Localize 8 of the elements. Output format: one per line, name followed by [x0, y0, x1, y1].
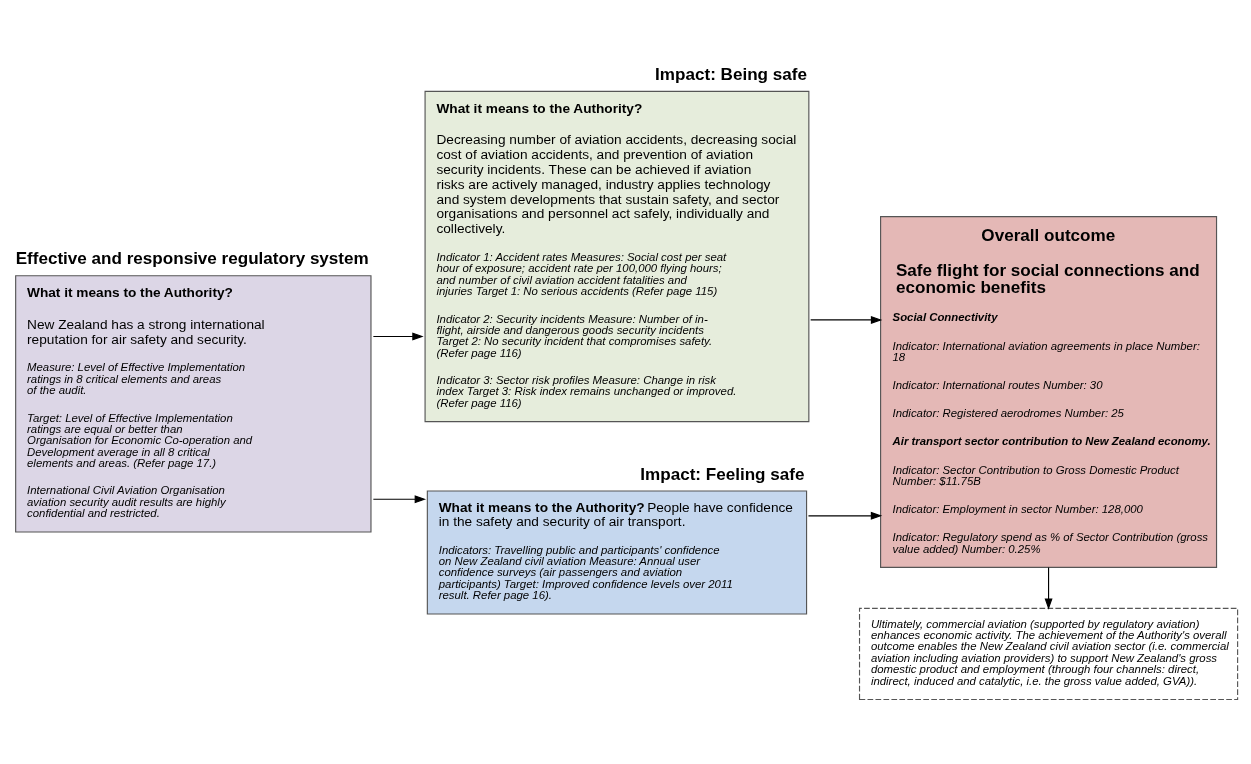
- node-label: Impact: Feeling safe: [640, 464, 805, 484]
- arrow: [372, 495, 427, 504]
- arrow: [372, 332, 424, 341]
- node-label: Effective and responsive regulatory system: [15, 249, 369, 269]
- arrow: [1044, 566, 1053, 610]
- node-label: Impact: Being safe: [655, 64, 807, 84]
- arrow: [807, 511, 883, 520]
- arrow: [810, 315, 883, 324]
